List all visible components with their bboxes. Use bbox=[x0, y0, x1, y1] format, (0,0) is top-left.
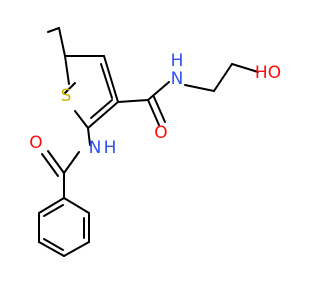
molecule-canvas: S O N H HO N H O bbox=[29, 27, 281, 257]
bond-n-ch2 bbox=[184, 84, 215, 92]
bond-c2-c3-double bbox=[90, 99, 113, 119]
bond-carbonyl-o-double bbox=[153, 96, 166, 123]
atom-label-o-carbonyl: O bbox=[154, 123, 167, 143]
bond-benzoyl-o-double bbox=[41, 153, 59, 177]
bond-c3-c4 bbox=[103, 55, 119, 103]
atom-label-h-amide: H bbox=[171, 51, 184, 71]
atom-label-s: S bbox=[61, 86, 72, 106]
benzene-bond-4 bbox=[38, 241, 65, 257]
benzene-bond-6 bbox=[38, 197, 65, 214]
benzene-bond-3 bbox=[63, 241, 90, 257]
bond-c2-c3 bbox=[87, 101, 119, 129]
atom-label-n-benzamide: N bbox=[89, 138, 102, 158]
bond-c4-c5-double bbox=[100, 63, 113, 99]
bond-n-carbonyl bbox=[63, 151, 80, 174]
benzene-double-3 bbox=[43, 204, 64, 217]
bond-carbonyl-o bbox=[147, 99, 160, 126]
benzene-ring bbox=[38, 197, 90, 257]
bond-benzoyl-o bbox=[47, 150, 65, 174]
bond-ch2-ch2 bbox=[213, 63, 233, 92]
methyl-bond bbox=[58, 27, 66, 57]
atom-label-h-benzamide: H bbox=[104, 138, 117, 158]
bond-s-c5 bbox=[64, 82, 76, 94]
bond-s-c2 bbox=[74, 110, 89, 129]
benzene-double-2 bbox=[43, 238, 64, 251]
bond-c2-n bbox=[87, 127, 91, 146]
bond-carbonyl-n bbox=[147, 81, 170, 101]
thiophene-ring bbox=[64, 55, 119, 129]
bond-c5-s bbox=[64, 55, 70, 85]
benzene-bond-1 bbox=[63, 197, 90, 214]
bond-ch2-oh bbox=[231, 63, 259, 73]
atom-label-o-benzoyl: O bbox=[29, 133, 42, 153]
atom-label-n-amide: N bbox=[171, 69, 184, 89]
molecule-structure: S O N H HO N H O bbox=[29, 27, 281, 257]
bond-c3-carbonyl bbox=[117, 99, 149, 103]
methyl-end bbox=[47, 27, 60, 33]
atom-label-oh: HO bbox=[255, 63, 281, 83]
